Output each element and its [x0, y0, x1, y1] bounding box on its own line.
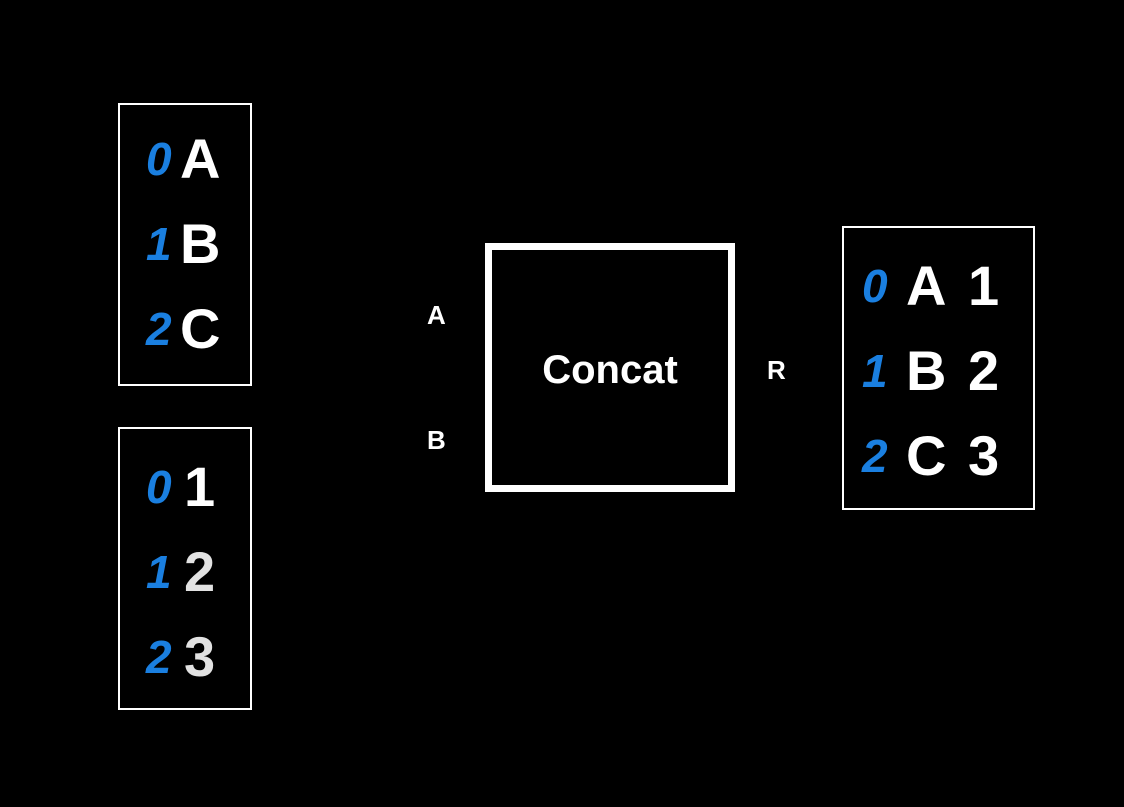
row-value: 3 — [184, 625, 216, 688]
row-value: 2 — [184, 540, 216, 603]
row-left-value: B — [906, 339, 947, 402]
row-index: 2 — [146, 303, 172, 355]
row-value: C — [180, 297, 221, 360]
row-index: 2 — [146, 631, 172, 683]
row-index: 1 — [146, 218, 172, 270]
result-table: 0 A 1 1 B 2 2 C 3 — [842, 226, 1035, 510]
row-value: A — [180, 127, 221, 190]
row-right-value: 1 — [968, 254, 1000, 317]
row-index: 1 — [146, 546, 172, 598]
row-right-value: 2 — [968, 339, 1000, 402]
row-left-value: A — [906, 254, 947, 317]
row-index: 0 — [146, 133, 172, 185]
row-left-value: C — [906, 424, 947, 487]
output-port-r-label: R — [767, 355, 786, 385]
input-port-b-label: B — [427, 425, 446, 455]
row-index: 2 — [862, 430, 888, 482]
node-title: Concat — [542, 348, 678, 392]
input-port-a-label: A — [427, 300, 446, 330]
row-right-value: 3 — [968, 424, 1000, 487]
concat-node[interactable]: Concat — [485, 243, 735, 492]
input-table-b: 0 1 1 2 2 3 — [118, 427, 252, 710]
row-index: 0 — [862, 260, 888, 312]
row-value: 1 — [184, 455, 216, 518]
input-table-a: 0 A 1 B 2 C — [118, 103, 252, 386]
row-value: B — [180, 212, 221, 275]
row-index: 0 — [146, 461, 172, 513]
row-index: 1 — [862, 345, 888, 397]
